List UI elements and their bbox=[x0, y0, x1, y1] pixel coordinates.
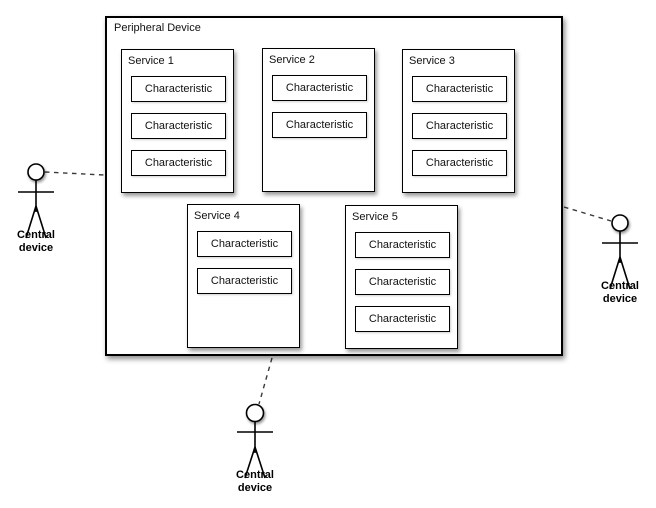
actor-label-left: Central device bbox=[17, 229, 55, 254]
service-4-characteristic-2: Characteristic bbox=[197, 268, 292, 294]
service-1-title: Service 1 bbox=[128, 55, 174, 67]
service-4-box: Service 4 Characteristic Characteristic bbox=[187, 204, 300, 348]
actor-leg-line bbox=[619, 256, 631, 290]
service-3-characteristic-3: Characteristic bbox=[412, 150, 507, 176]
service-1-characteristic-3: Characteristic bbox=[131, 150, 226, 176]
peripheral-device-title: Peripheral Device bbox=[114, 22, 201, 34]
actor-head-icon bbox=[27, 163, 45, 181]
service-3-box: Service 3 Characteristic Characteristic … bbox=[402, 49, 515, 193]
service-4-title: Service 4 bbox=[194, 210, 240, 222]
actor-leg-line bbox=[25, 205, 37, 239]
service-5-title: Service 5 bbox=[352, 211, 398, 223]
service-1-box: Service 1 Characteristic Characteristic … bbox=[121, 49, 234, 193]
actor-figure-left-icon bbox=[18, 163, 54, 239]
actor-label-bottom: Central device bbox=[236, 469, 274, 494]
actor-figure-bottom-icon bbox=[237, 403, 273, 479]
service-2-title: Service 2 bbox=[269, 54, 315, 66]
service-3-title: Service 3 bbox=[409, 55, 455, 67]
actor-head-icon bbox=[611, 214, 629, 232]
actor-figure-right-icon bbox=[602, 214, 638, 290]
service-5-box: Service 5 Characteristic Characteristic … bbox=[345, 205, 458, 349]
service-4-characteristic-1: Characteristic bbox=[197, 231, 292, 257]
actor-head-icon bbox=[245, 403, 265, 423]
service-5-characteristic-1: Characteristic bbox=[355, 232, 450, 258]
service-3-characteristic-2: Characteristic bbox=[412, 113, 507, 139]
service-2-characteristic-2: Characteristic bbox=[272, 112, 367, 138]
actor-leg-line bbox=[609, 256, 621, 290]
actor-leg-line bbox=[254, 446, 266, 479]
service-1-characteristic-1: Characteristic bbox=[131, 76, 226, 102]
actor-leg-line bbox=[244, 446, 256, 479]
service-2-box: Service 2 Characteristic Characteristic bbox=[262, 48, 375, 192]
service-1-characteristic-2: Characteristic bbox=[131, 113, 226, 139]
peripheral-device-box: Peripheral Device Service 1 Characterist… bbox=[105, 16, 563, 356]
service-2-characteristic-1: Characteristic bbox=[272, 75, 367, 101]
actor-label-right: Central device bbox=[601, 280, 639, 305]
service-3-characteristic-1: Characteristic bbox=[412, 76, 507, 102]
connection-dashed-line-left bbox=[44, 171, 105, 176]
actor-leg-line bbox=[35, 205, 47, 239]
service-5-characteristic-3: Characteristic bbox=[355, 306, 450, 332]
connection-dashed-line-right bbox=[563, 206, 612, 222]
service-5-characteristic-2: Characteristic bbox=[355, 269, 450, 295]
connection-dashed-line-bottom bbox=[258, 357, 273, 405]
